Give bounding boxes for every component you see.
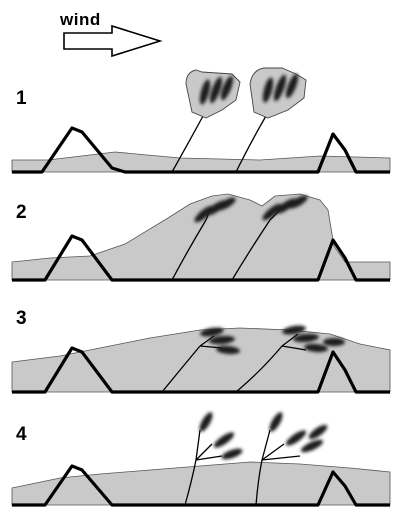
panel-1	[12, 68, 390, 172]
panel-number-3: 3	[16, 308, 27, 330]
panel-4	[12, 410, 390, 505]
wind-arrow-icon	[64, 26, 160, 56]
sediment-layer	[12, 328, 390, 392]
panel-3	[12, 324, 390, 392]
panel-2	[12, 193, 390, 280]
panel-number-4: 4	[16, 424, 27, 446]
sediment-layer	[12, 194, 390, 280]
panel-number-1: 1	[16, 88, 27, 110]
panel-number-2: 2	[16, 202, 27, 224]
sediment-layer	[12, 152, 390, 172]
